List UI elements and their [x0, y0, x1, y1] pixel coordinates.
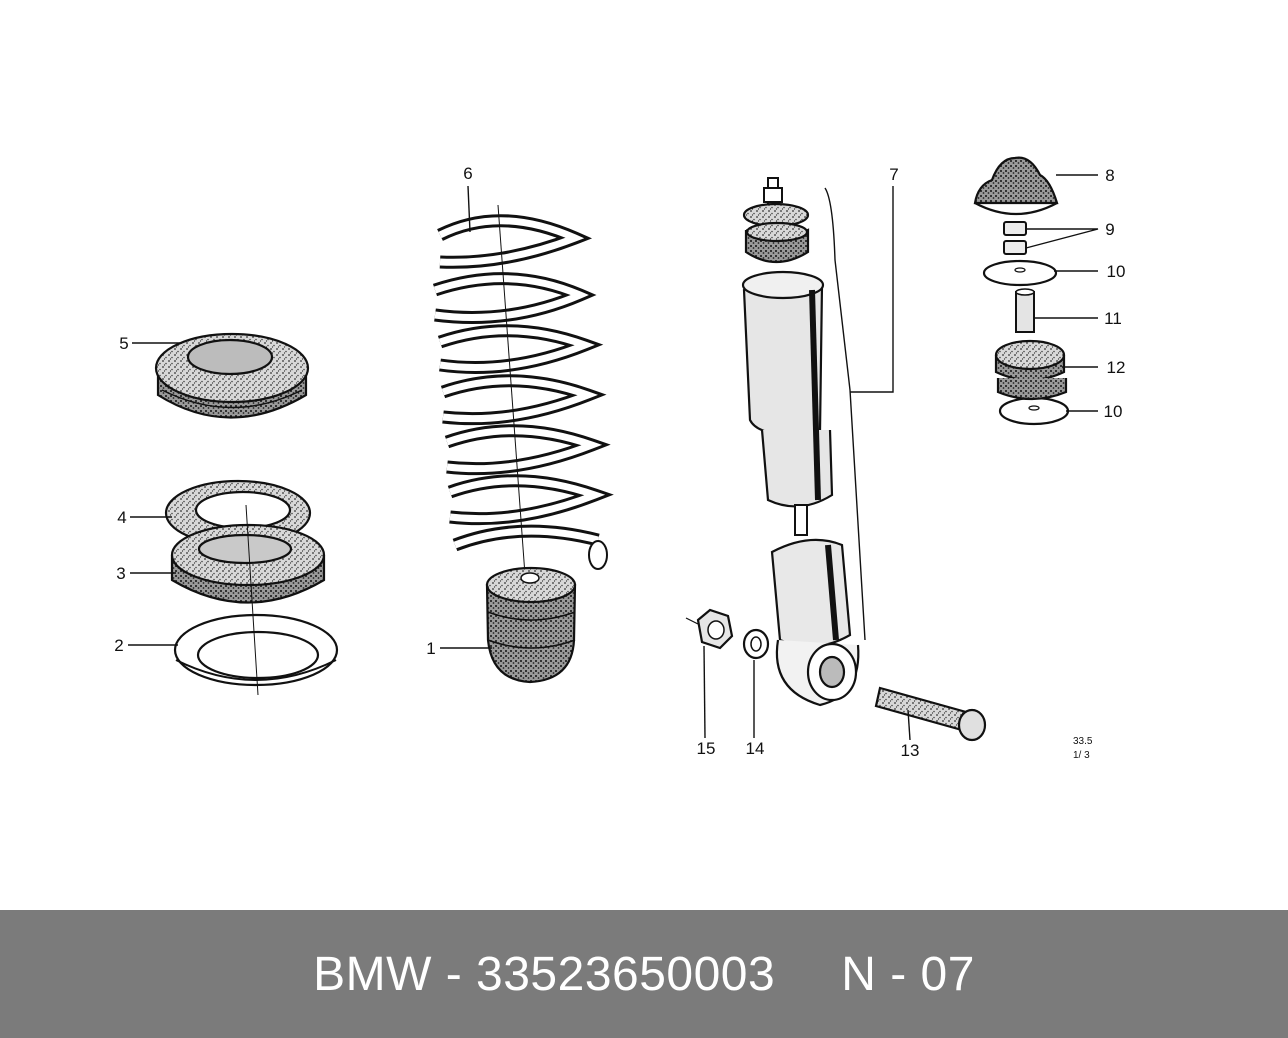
reference-scale: 1/ 3 [1073, 750, 1090, 761]
callout-10-top: 10 [1107, 262, 1126, 281]
part-2-spring-seat [173, 613, 339, 687]
footer-code: N - 07 [841, 947, 975, 1001]
footer-bar: BMW - 33523650003 N - 07 [0, 910, 1288, 1038]
part-6-coil-spring [432, 204, 614, 576]
callout-13: 13 [901, 741, 920, 760]
part-10-washer-bottom [998, 396, 1070, 426]
parts-diagram: 1 2 3 4 5 6 7 8 9 10 11 12 10 13 14 15 3… [114, 156, 1126, 761]
callout-3: 3 [116, 564, 125, 583]
reference-code: 33.5 [1073, 736, 1093, 747]
callout-6: 6 [463, 164, 472, 183]
part-15-nut [685, 608, 734, 650]
callout-9: 9 [1105, 220, 1114, 239]
part-9-nuts [1003, 221, 1027, 255]
callout-14: 14 [746, 739, 765, 758]
callout-2: 2 [114, 636, 123, 655]
part-8-rubber-cap [973, 156, 1059, 216]
callout-5: 5 [119, 334, 128, 353]
part-5-spring-pad [154, 332, 310, 419]
callout-4: 4 [117, 508, 126, 527]
part-7-shock-absorber [741, 177, 866, 707]
callout-12: 12 [1107, 358, 1126, 377]
part-13-bolt [874, 686, 987, 742]
centre-line-left [245, 504, 259, 696]
part-3-rubber-ring [170, 523, 326, 604]
part-1-bump-stop [485, 566, 577, 684]
callout-10-bottom: 10 [1104, 402, 1123, 421]
leader-lines [128, 174, 1099, 741]
part-12-rubber-bushings [994, 339, 1068, 401]
callout-8: 8 [1105, 166, 1114, 185]
part-11-sleeve [1015, 288, 1035, 333]
callout-7: 7 [889, 165, 898, 184]
callout-11: 11 [1104, 309, 1122, 328]
callout-1: 1 [426, 639, 435, 658]
callout-15: 15 [697, 739, 716, 758]
part-14-washer [742, 628, 770, 660]
footer-part-number: BMW - 33523650003 [313, 947, 776, 1001]
part-10-washer-top [982, 259, 1058, 287]
